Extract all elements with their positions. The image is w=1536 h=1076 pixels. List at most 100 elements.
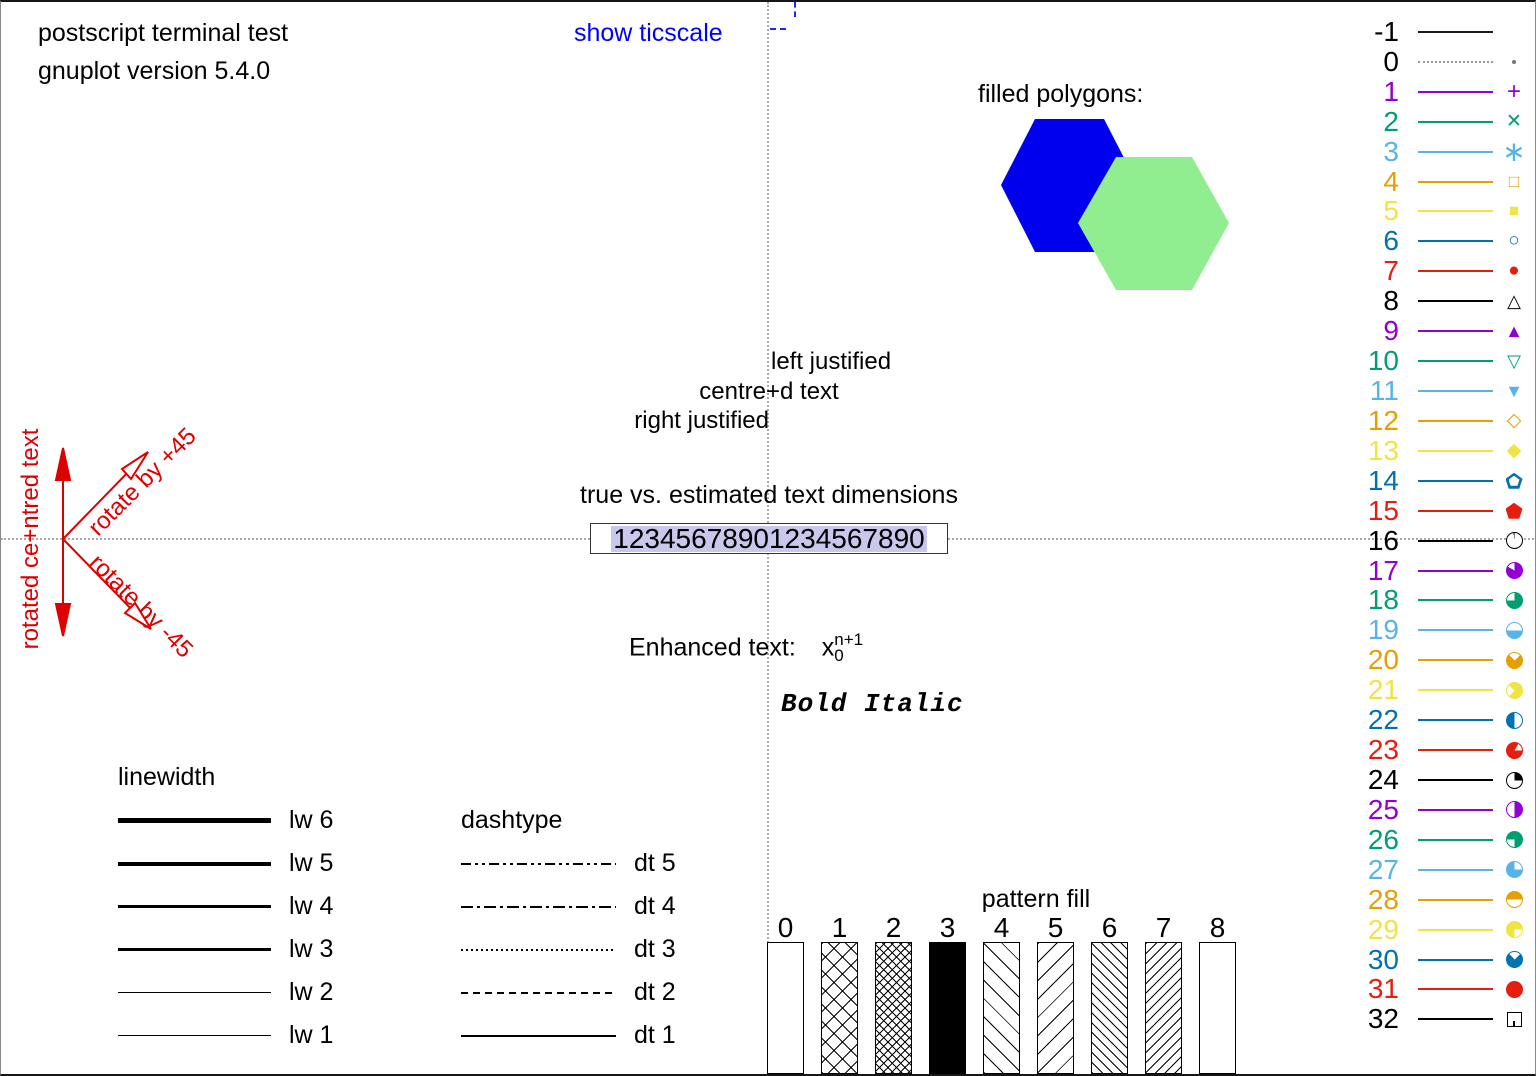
- line-style-number: 11: [1369, 375, 1399, 407]
- line-style-number: -1: [1374, 15, 1399, 47]
- line-style-number: 22: [1367, 704, 1399, 736]
- line-style-point-marker: [1499, 975, 1529, 1005]
- pattern-fill-cell: 1: [821, 913, 858, 1074]
- line-style-number: 15: [1367, 494, 1399, 526]
- line-style-point-marker: +: [1506, 77, 1521, 105]
- pattern-fill-cell: 0: [767, 913, 804, 1074]
- true-text-extent-sample: 12345678901234567890: [611, 522, 927, 554]
- line-style-number: 32: [1367, 1003, 1399, 1035]
- pattern-bar: [875, 942, 912, 1074]
- line-style-row: 1 +: [1315, 77, 1529, 107]
- line-style-point-marker: ▼: [1505, 380, 1523, 401]
- dashtype-row-label: dt 1: [634, 1021, 676, 1049]
- line-style-row: 30: [1315, 945, 1529, 975]
- line-style-number: 26: [1367, 823, 1399, 855]
- text-dimensions-title: true vs. estimated text dimensions: [580, 481, 958, 509]
- line-style-point-marker: ✕: [1506, 111, 1522, 133]
- line-style-line-sample: [1418, 1018, 1493, 1021]
- pattern-bar: [821, 942, 858, 1074]
- line-style-line-sample: [1418, 509, 1493, 512]
- down-arrowhead: [54, 603, 72, 637]
- pattern-fill-cell: 5: [1037, 913, 1074, 1074]
- line-style-list: -1 0 1 + 2 ✕ 3 ∗ 4 □: [1315, 17, 1529, 1034]
- line-style-row: 31: [1315, 975, 1529, 1005]
- dashtype-row-label: dt 3: [634, 935, 676, 963]
- linewidth-row: lw 2: [118, 971, 333, 1014]
- line-style-number: 27: [1367, 853, 1399, 885]
- line-style-row: 25: [1315, 795, 1529, 825]
- line-style-line-sample: [1418, 719, 1493, 722]
- line-style-line-sample: [1418, 599, 1493, 602]
- pattern-bar: [767, 942, 804, 1074]
- rotated-centred-text: rotated ce+ntred text: [17, 428, 44, 650]
- line-style-point-marker: □: [1508, 171, 1520, 191]
- line-style-line-sample: [1418, 988, 1493, 991]
- linewidth-row: lw 5: [118, 842, 333, 885]
- line-style-point-marker: ∗: [1502, 136, 1526, 168]
- dashtype-row: dt 5: [461, 842, 676, 885]
- line-style-line-sample: [1418, 958, 1493, 961]
- pattern-fill-cell: 7: [1145, 913, 1182, 1074]
- pattern-fill-cell: 2: [875, 913, 912, 1074]
- line-style-point-marker: [1499, 615, 1529, 645]
- math-base: x: [821, 633, 835, 662]
- pattern-fill-bars: 0 1 2 3 4 5 6 7: [767, 913, 1236, 1074]
- line-style-line-sample: [1418, 749, 1493, 752]
- line-style-line-sample: [1418, 689, 1493, 692]
- line-style-line-sample: [1418, 150, 1493, 153]
- line-style-number: 16: [1367, 524, 1399, 556]
- line-style-row: 18: [1315, 586, 1529, 616]
- linewidth-title: linewidth: [118, 763, 216, 791]
- dashtype-line-sample: [461, 862, 616, 865]
- line-style-point-marker: [1499, 915, 1529, 945]
- dashtype-line-sample: [461, 991, 616, 994]
- bold-italic-sample: Bold Italic: [781, 689, 964, 719]
- line-style-line-sample: [1418, 449, 1493, 452]
- up-arrowhead: [54, 447, 72, 481]
- filled-polygons-figure: [1001, 119, 1229, 290]
- line-style-row: 13 ◆: [1315, 436, 1529, 466]
- linewidth-row-label: lw 5: [289, 849, 334, 877]
- show-ticscale-label: show ticscale: [574, 19, 723, 47]
- line-style-row: 11 ▼: [1315, 376, 1529, 406]
- enhanced-text-label: Enhanced text:: [629, 633, 796, 662]
- line-style-point-marker: ◇: [1506, 410, 1522, 432]
- dashtype-row: dt 2: [461, 971, 676, 1014]
- pattern-bar: [1091, 942, 1128, 1074]
- dashtype-samples: dt 5 dt 4 dt 3 dt 2 dt 1: [461, 842, 676, 1057]
- line-style-line-sample: [1418, 60, 1493, 63]
- linewidth-line-sample: [118, 905, 271, 908]
- line-style-point-marker: [1499, 47, 1529, 77]
- title-line-2: gnuplot version 5.4.0: [38, 57, 271, 85]
- line-style-row: 26: [1315, 825, 1529, 855]
- linewidth-line-sample: [118, 1035, 271, 1036]
- line-style-number: 20: [1367, 644, 1399, 676]
- line-style-row: 2 ✕: [1315, 107, 1529, 137]
- line-style-row: 23: [1315, 735, 1529, 765]
- line-style-point-marker: [1499, 735, 1529, 765]
- dashtype-line-sample: [461, 905, 616, 908]
- line-style-line-sample: [1418, 659, 1493, 662]
- line-style-row: 12 ◇: [1315, 406, 1529, 436]
- line-style-number: 1: [1383, 75, 1399, 107]
- dashtype-line-sample: [461, 948, 616, 951]
- line-style-line-sample: [1418, 180, 1493, 183]
- line-style-line-sample: [1418, 539, 1493, 542]
- pattern-bar: [1145, 942, 1182, 1074]
- line-style-number: 7: [1383, 255, 1399, 287]
- line-style-line-sample: [1418, 928, 1493, 931]
- line-style-point-marker: △: [1507, 290, 1521, 311]
- line-style-number: 0: [1383, 45, 1399, 77]
- dashtype-row-label: dt 5: [634, 849, 676, 877]
- line-style-row: 22: [1315, 705, 1529, 735]
- line-style-point-marker: [1499, 526, 1529, 556]
- line-style-number: 8: [1383, 285, 1399, 317]
- line-style-row: 24: [1315, 765, 1529, 795]
- line-style-point-marker: [1499, 945, 1529, 975]
- linewidth-row: lw 1: [118, 1014, 333, 1057]
- line-style-row: 28: [1315, 885, 1529, 915]
- linewidth-line-sample: [118, 861, 271, 866]
- line-style-point-marker: [1499, 496, 1529, 526]
